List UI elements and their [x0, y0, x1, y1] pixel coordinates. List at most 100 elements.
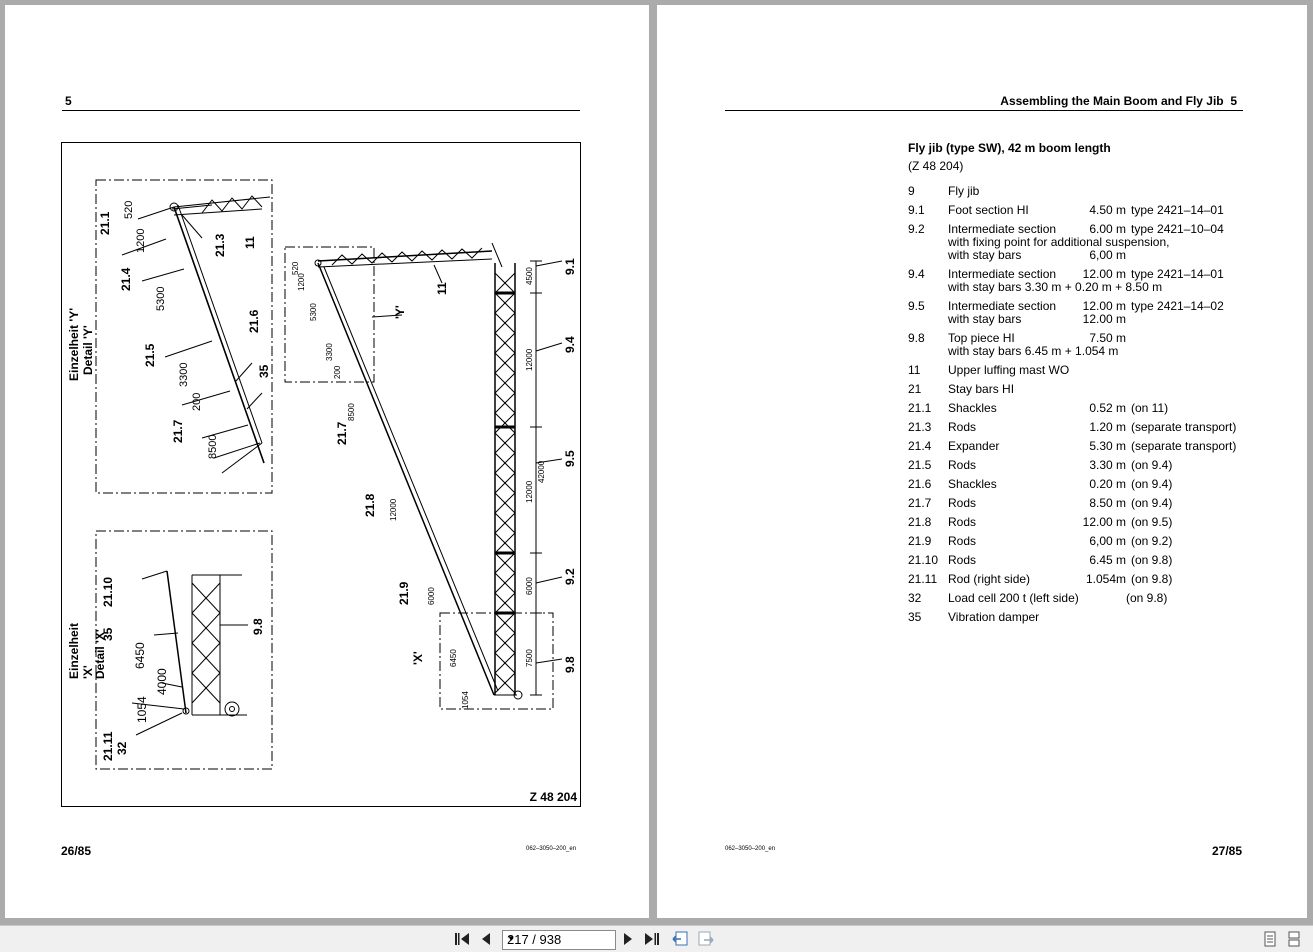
stay-dim-1054: 1054	[461, 691, 470, 709]
first-page-icon	[455, 933, 469, 945]
section-title: Fly jib (type SW), 42 m boom length	[908, 141, 1111, 155]
label-21-6: 21.6	[247, 309, 261, 333]
viewer-toolbar: 217 / 938 ▼	[0, 925, 1313, 952]
dim-5300-y: 5300	[155, 287, 167, 311]
label-21-9: 21.9	[397, 581, 411, 605]
header-title: Assembling the Main Boom and Fly Jib	[1000, 94, 1224, 108]
stay-dim-3300: 3300	[325, 343, 334, 361]
label-35-x: 35	[101, 627, 115, 641]
label-9-5: 9.5	[563, 450, 577, 467]
label-21-4: 21.4	[119, 267, 133, 291]
label-21-10: 21.10	[101, 577, 115, 607]
last-page-icon	[645, 933, 659, 945]
go-back-view-icon	[672, 931, 688, 946]
stay-dim-8500: 8500	[347, 403, 356, 421]
prev-page-button[interactable]	[476, 930, 496, 948]
single-page-view-button[interactable]	[1262, 930, 1278, 948]
dim-3300-y: 3300	[178, 363, 190, 387]
marker-x: 'X'	[411, 651, 425, 665]
label-21-1: 21.1	[98, 211, 112, 235]
next-page-button[interactable]	[620, 930, 636, 948]
dim-1054-x: 1054	[135, 696, 149, 723]
drawing-frame: 21.1 21.3 11 21.4 21.5 21.6 35 21.7 520 …	[61, 142, 581, 807]
continuous-view-button[interactable]	[1286, 930, 1302, 948]
dim-12000-b: 12000	[525, 480, 534, 503]
label-11-main: 11	[435, 282, 449, 295]
next-page-icon	[624, 933, 632, 945]
doc-reference-left: 062–3050–200_en	[526, 846, 577, 852]
section-subtitle: (Z 48 204)	[908, 159, 964, 173]
label-32: 32	[115, 741, 129, 755]
stay-dim-200: 200	[333, 365, 342, 379]
label-9-4: 9.4	[563, 336, 577, 353]
detail-x-label-de-2: 'X'	[81, 665, 95, 679]
page-number-value: 217 / 938	[507, 932, 562, 947]
header-rule	[725, 110, 1243, 111]
chapter-number: 5	[65, 94, 72, 108]
stay-dim-1200: 1200	[297, 273, 306, 291]
dim-6450-x: 6450	[133, 642, 147, 669]
page-number-left: 26/85	[61, 844, 92, 858]
header-chapter: 5	[1230, 94, 1237, 108]
right-page: Assembling the Main Boom and Fly Jib 5 F…	[657, 5, 1307, 918]
doc-reference-right: 062–3050–200_en	[725, 846, 776, 852]
stay-dim-6000: 6000	[427, 587, 436, 605]
go-back-view-button[interactable]	[670, 930, 690, 948]
dim-7500: 7500	[525, 649, 534, 667]
dim-1200-y: 1200	[135, 229, 147, 253]
dim-4000-x: 4000	[155, 668, 169, 695]
dim-42000: 42000	[537, 460, 546, 483]
detail-y-members	[121, 195, 271, 474]
crane-drawing: 21.1 21.3 11 21.4 21.5 21.6 35 21.7 520 …	[67, 179, 577, 770]
detail-x-label-de: Einzelheit	[67, 623, 81, 679]
continuous-view-icon	[1288, 931, 1300, 947]
left-page: 5	[5, 5, 649, 918]
last-page-button[interactable]	[642, 930, 662, 948]
label-21-3: 21.3	[213, 233, 227, 257]
single-page-view-icon	[1264, 931, 1276, 947]
header-rule	[62, 110, 580, 111]
dim-520-y: 520	[123, 201, 135, 219]
stay-dim-6450: 6450	[449, 649, 458, 667]
label-21-8: 21.8	[363, 493, 377, 517]
drawing-code: Z 48 204	[529, 790, 577, 804]
go-forward-view-button[interactable]	[696, 930, 716, 948]
detail-y-label-de: Einzelheit 'Y'	[67, 308, 81, 381]
label-9-8-main: 9.8	[563, 656, 577, 673]
dim-6000: 6000	[525, 577, 534, 595]
detail-x-members	[131, 570, 248, 736]
chevron-down-icon[interactable]: ▼	[507, 934, 515, 943]
label-9-2: 9.2	[563, 568, 577, 585]
go-forward-view-icon	[698, 931, 714, 946]
page-number-field[interactable]: 217 / 938 ▼	[502, 930, 616, 950]
detail-y-marker-box	[284, 246, 375, 383]
label-21-7-y: 21.7	[171, 419, 185, 443]
label-21-5: 21.5	[143, 343, 157, 367]
detail-x-box	[95, 530, 273, 770]
dim-4500: 4500	[525, 267, 534, 285]
first-page-button[interactable]	[452, 930, 472, 948]
stay-dim-12000: 12000	[389, 498, 398, 521]
dim-200-y: 200	[191, 393, 203, 411]
marker-y: 'Y'	[393, 305, 407, 319]
page-header: Assembling the Main Boom and Fly Jib 5	[1000, 94, 1237, 108]
prev-page-icon	[482, 933, 490, 945]
